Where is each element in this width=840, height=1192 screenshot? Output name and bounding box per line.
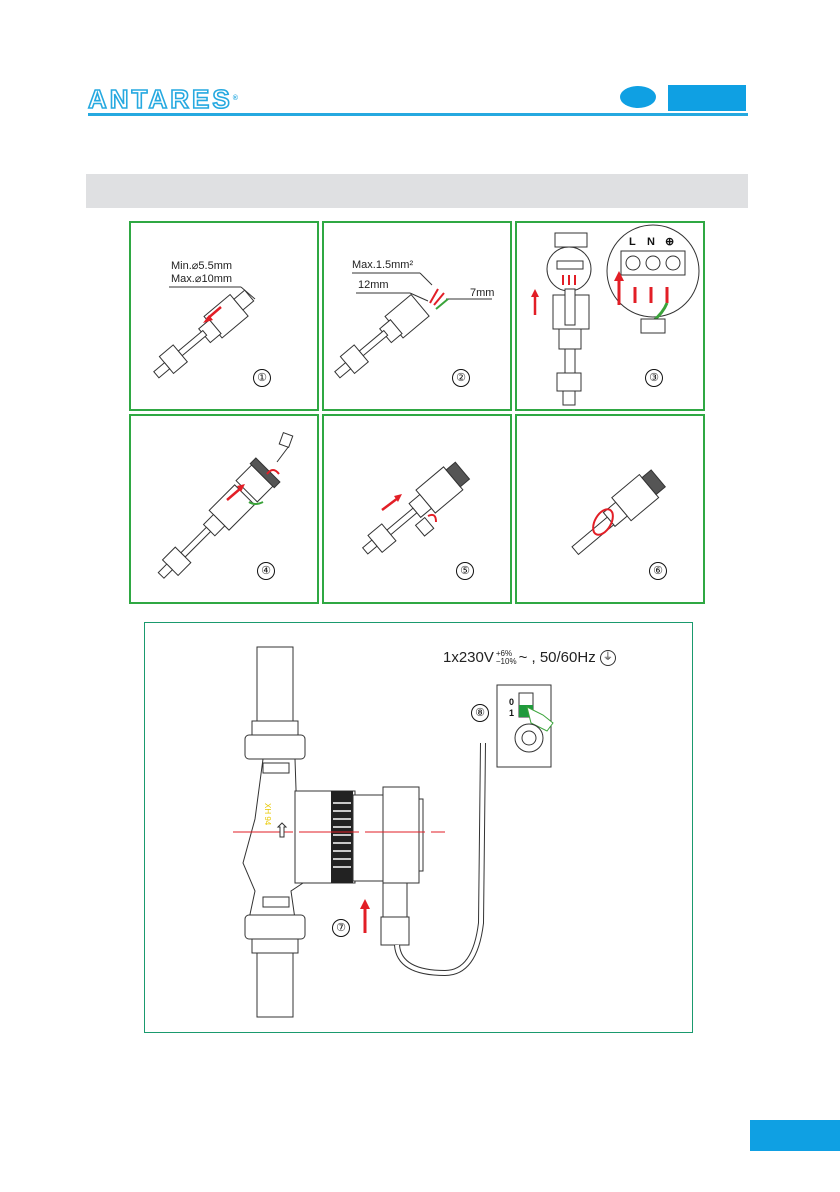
step-number-6: ⑥ (649, 562, 667, 580)
switch-off-label: 0 (509, 697, 514, 707)
step-panel-1: Min.⌀5.5mm Max.⌀10mm ① (129, 221, 319, 411)
tighten-nut-icon (517, 416, 705, 604)
min-diameter-label: Min.⌀5.5mm (171, 259, 232, 272)
screw-terminal-icon (131, 416, 319, 604)
step-panel-6: ⑥ (515, 414, 705, 604)
push-assemble-icon (324, 416, 512, 604)
page-number-box (750, 1120, 840, 1151)
language-badge (620, 86, 656, 108)
step-panel-4: ④ (129, 414, 319, 604)
earth-ground-icon: ⏚ (600, 650, 616, 666)
max-cross-section-label: Max.1.5mm² (352, 259, 413, 271)
step-number-4: ④ (257, 562, 275, 580)
step-number-5: ⑤ (456, 562, 474, 580)
step-number-8: ⑧ (471, 704, 489, 722)
pump-installation-icon: XH 94 (145, 623, 694, 1034)
section-title-bar (86, 174, 748, 208)
strip-length-label: 12mm (358, 279, 389, 291)
step-number-7: ⑦ (332, 919, 350, 937)
header-divider (88, 113, 748, 116)
cable-gland-strip-icon (131, 223, 319, 411)
installation-diagram-panel: XH 94 (144, 622, 693, 1033)
wire-strip-length-label: 7mm (470, 287, 494, 299)
switch-on-label: 1 (509, 708, 514, 718)
antares-logo: ANTARES® (88, 84, 241, 114)
step-panel-2: Max.1.5mm² 12mm 7mm ② (322, 221, 512, 411)
terminal-n-label: N (647, 236, 655, 248)
step-panel-5: ⑤ (322, 414, 512, 604)
terminal-l-label: L (629, 236, 636, 248)
step-panel-3: L N ⊕ ③ (515, 221, 705, 411)
max-diameter-label: Max.⌀10mm (171, 272, 232, 285)
terminal-connect-icon: L N ⊕ (517, 223, 705, 411)
pump-marking: XH 94 (263, 803, 272, 826)
terminal-earth-label: ⊕ (665, 236, 674, 248)
step-number-1: ① (253, 369, 271, 387)
wire-strip-icon (324, 223, 512, 411)
step-number-3: ③ (645, 369, 663, 387)
language-tab (668, 85, 746, 111)
step-number-2: ② (452, 369, 470, 387)
power-supply-spec: 1x230V+6%−10%~ , 50/60Hz ⏚ (443, 649, 616, 666)
